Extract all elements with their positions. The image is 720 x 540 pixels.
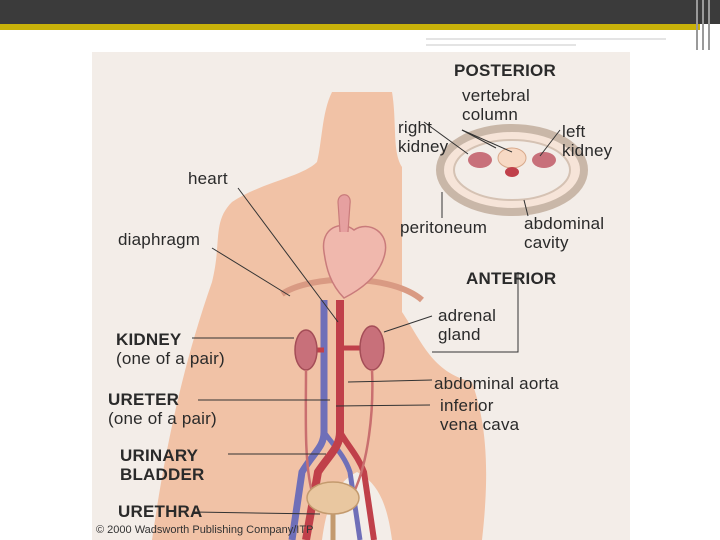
slide-divider [426,44,576,46]
label-line: right [398,118,448,137]
label-line: kidney [562,141,612,160]
label-left-kidney: left kidney [562,122,612,160]
label-line: (one of a pair) [116,349,225,368]
label-kidney: KIDNEY (one of a pair) [116,330,225,368]
label-abdominal-aorta: abdominal aorta [434,374,559,393]
kidney-right [295,330,317,370]
copyright-text: © 2000 Wadsworth Publishing Company/ITP [96,524,313,536]
label-line: gland [438,325,496,344]
label-line: vertebral [462,86,530,105]
slide-header-bar [0,0,720,24]
kidney-left [360,326,384,370]
label-line: cavity [524,233,604,252]
label-line: BLADDER [120,465,205,484]
label-right-kidney: right kidney [398,118,448,156]
label-urethra: URETHRA [118,502,203,521]
label-abdominal-cavity: abdominal cavity [524,214,604,252]
slide-accent-bar [0,24,700,30]
label-line: adrenal [438,306,496,325]
label-urinary-bladder: URINARY BLADDER [120,446,205,484]
label-line: kidney [398,137,448,156]
label-line: column [462,105,530,124]
label-heart: heart [188,169,228,188]
label-line: URINARY [120,446,205,465]
label-line: left [562,122,612,141]
label-line: (one of a pair) [108,409,217,428]
label-peritoneum: peritoneum [400,218,487,237]
label-anterior: ANTERIOR [466,269,556,288]
urinary-system-diagram: POSTERIOR vertebral column right kidney … [92,52,630,540]
label-line: vena cava [440,415,519,434]
label-adrenal-gland: adrenal gland [438,306,496,344]
bladder-shape [307,482,359,514]
label-inferior-vena-cava: inferior vena cava [440,396,519,434]
slide-divider [426,38,666,40]
label-posterior: POSTERIOR [454,61,556,80]
label-line: KIDNEY [116,330,225,349]
label-vertebral-column: vertebral column [462,86,530,124]
label-diaphragm: diaphragm [118,230,200,249]
label-line: URETER [108,390,217,409]
label-line: abdominal [524,214,604,233]
label-ureter: URETER (one of a pair) [108,390,217,428]
label-line: inferior [440,396,519,415]
slide-corner-decoration [690,0,720,50]
